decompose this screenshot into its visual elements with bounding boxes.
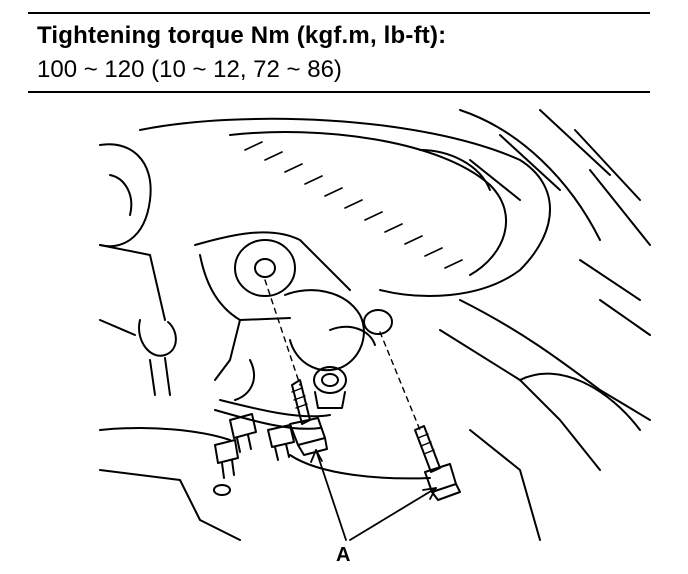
- header-bottom-rule: [28, 91, 650, 93]
- brake-disc: [139, 109, 601, 297]
- bolt-callout-label: A: [336, 544, 351, 566]
- bolt-a-right: [414, 425, 461, 501]
- tie-rod-boot: [99, 143, 177, 396]
- ball-joint-nut: [313, 366, 347, 409]
- suspension-assembly-drawing: [99, 109, 651, 541]
- header-top-rule: [28, 12, 650, 14]
- callout-leaders: [310, 449, 437, 541]
- torque-spec-title: Tightening torque Nm (kgf.m, lb-ft):: [37, 22, 447, 49]
- torque-spec-value: 100 ~ 120 (10 ~ 12, 72 ~ 86): [37, 56, 342, 83]
- mounting-studs: [214, 413, 295, 479]
- lower-arm: [194, 231, 393, 401]
- body-frame: [439, 109, 651, 541]
- brake-hose: [99, 399, 431, 541]
- alignment-guides: [264, 279, 421, 431]
